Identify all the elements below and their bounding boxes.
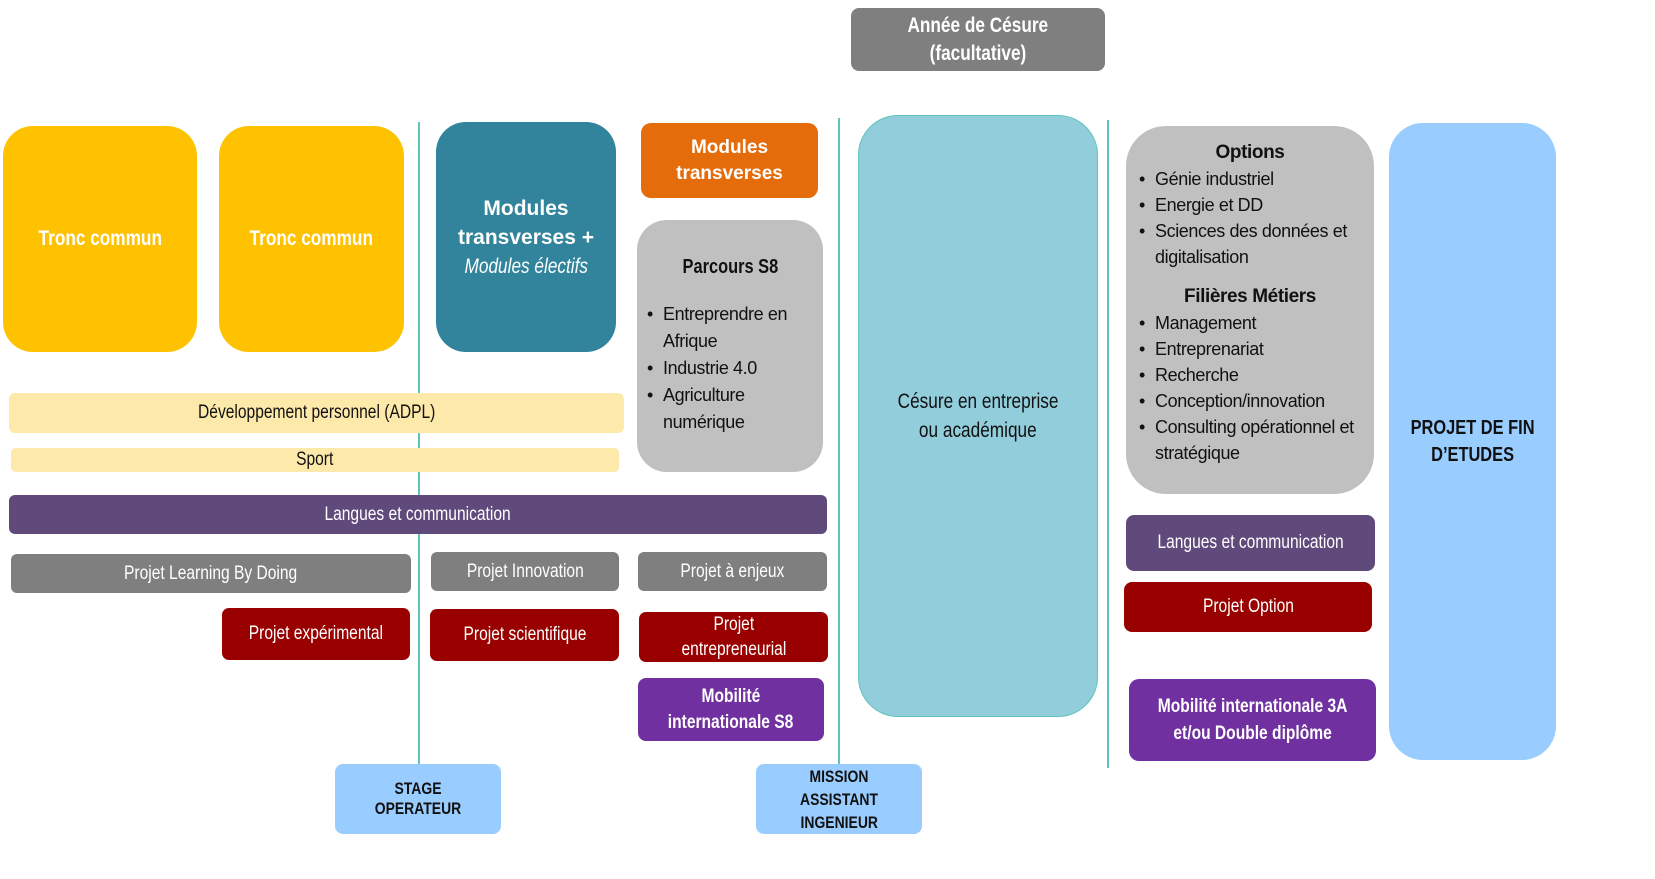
parcours-s8-list: Entreprendre en Afrique Industrie 4.0 Ag… xyxy=(645,301,815,436)
a-enjeux-label: Projet à enjeux xyxy=(680,560,785,582)
tronc-commun-s6: Tronc commun xyxy=(219,126,404,352)
adpl-label: Développement personnel (ADPL) xyxy=(197,402,436,423)
mobilite-s8-line1: Mobilité xyxy=(701,685,761,707)
pfe-line2: D’ETUDES xyxy=(1431,443,1514,466)
divider-line-3 xyxy=(1107,120,1109,768)
options-list: Génie industriel Energie et DD Sciences … xyxy=(1137,166,1363,270)
mobilite-internationale-3a: Mobilité internationale 3A et/ou Double … xyxy=(1129,679,1376,761)
parcours-item: Agriculture numérique xyxy=(645,382,815,436)
cesure-entreprise: Césure en entreprise ou académique xyxy=(858,115,1098,717)
projet-learning-by-doing: Projet Learning By Doing xyxy=(11,554,411,593)
entrepreneurial-line2: entrepreneurial xyxy=(681,639,786,660)
projet-experimental: Projet expérimental xyxy=(222,608,410,660)
options-title: Options xyxy=(1215,142,1285,163)
divider-line-2 xyxy=(838,118,840,768)
projet-option: Projet Option xyxy=(1124,582,1372,632)
pfe-line1: PROJET DE FIN xyxy=(1410,416,1535,439)
mission-line1: MISSION ASSISTANT xyxy=(800,766,878,809)
filiere-item: Conception/innovation xyxy=(1137,388,1363,414)
projet-entrepreneurial: Projet entrepreneurial xyxy=(639,612,828,662)
cesure-year-line2: (facultative) xyxy=(929,41,1027,65)
option-item: Energie et DD xyxy=(1137,192,1363,218)
mobilite-s8-line2: internationale S8 xyxy=(668,711,794,733)
projet-a-enjeux: Projet à enjeux xyxy=(638,552,827,591)
filieres-list: Management Entreprenariat Recherche Conc… xyxy=(1137,310,1363,466)
filiere-item: Management xyxy=(1137,310,1363,336)
modules-transverses-line1: Modules xyxy=(690,136,769,158)
modules-transverses: Modules transverses xyxy=(641,123,818,198)
sport-label: Sport xyxy=(296,449,334,470)
modules-electifs-line3: Modules électifs xyxy=(464,254,588,278)
sport-bar: Sport xyxy=(11,448,619,472)
langues-communication-3a: Langues et communication xyxy=(1126,515,1375,571)
projet-fin-etudes: PROJET DE FIN D’ETUDES xyxy=(1389,123,1556,760)
filiere-item: Recherche xyxy=(1137,362,1363,388)
modules-transverses-electifs: Modules transverses + Modules électifs xyxy=(436,122,616,352)
mobilite-internationale-s8: Mobilité internationale S8 xyxy=(638,678,824,741)
stage-operateur-label: STAGE OPERATEUR xyxy=(374,779,462,818)
filiere-item: Consulting opérationnel et stratégique xyxy=(1137,414,1363,466)
stage-operateur: STAGE OPERATEUR xyxy=(335,764,501,834)
option-item: Sciences des données et digitalisation xyxy=(1137,218,1363,270)
developpement-personnel-bar: Développement personnel (ADPL) xyxy=(9,393,624,433)
parcours-s8-title: Parcours S8 xyxy=(682,256,778,278)
mobilite-3a-line2: et/ou Double diplôme xyxy=(1173,723,1332,744)
projet-option-label: Projet Option xyxy=(1202,596,1294,617)
cesure-year-header: Année de Césure (facultative) xyxy=(851,8,1105,71)
modules-electifs-line2: transverses + xyxy=(457,225,595,249)
tronc-commun-s5-label: Tronc commun xyxy=(38,227,162,250)
parcours-item: Industrie 4.0 xyxy=(645,355,815,382)
langues-right-label: Langues et communication xyxy=(1157,532,1344,553)
experimental-label: Projet expérimental xyxy=(248,623,384,644)
modules-transverses-line2: transverses xyxy=(676,162,783,184)
mission-line2: INGENIEUR xyxy=(800,812,878,832)
parcours-s8: Parcours S8 Entreprendre en Afrique Indu… xyxy=(637,220,823,472)
divider-line-1 xyxy=(418,122,420,767)
cesure-line1: Césure en entreprise xyxy=(897,390,1059,413)
filieres-title: Filières Métiers xyxy=(1184,286,1316,307)
innovation-label: Projet Innovation xyxy=(466,560,584,582)
parcours-item: Entreprendre en Afrique xyxy=(645,301,815,355)
cesure-year-line1: Année de Césure xyxy=(907,13,1049,37)
filiere-item: Entreprenariat xyxy=(1137,336,1363,362)
mission-assistant-ingenieur: MISSION ASSISTANT INGENIEUR xyxy=(756,764,922,834)
scientifique-label: Projet scientifique xyxy=(463,624,586,645)
langues-communication-bar: Langues et communication xyxy=(9,495,827,534)
tronc-commun-s6-label: Tronc commun xyxy=(249,227,374,250)
langues-main-label: Langues et communication xyxy=(324,503,512,525)
projet-scientifique: Projet scientifique xyxy=(430,609,619,661)
cesure-line2: ou académique xyxy=(919,419,1037,442)
learning-by-doing-label: Projet Learning By Doing xyxy=(124,562,298,584)
mobilite-3a-line1: Mobilité internationale 3A xyxy=(1157,696,1348,717)
modules-electifs-line1: Modules xyxy=(483,196,569,220)
entrepreneurial-line1: Projet xyxy=(713,614,754,635)
option-item: Génie industriel xyxy=(1137,166,1363,192)
options-filieres: Options Génie industriel Energie et DD S… xyxy=(1126,126,1374,494)
projet-innovation: Projet Innovation xyxy=(431,552,619,591)
tronc-commun-s5: Tronc commun xyxy=(3,126,197,352)
